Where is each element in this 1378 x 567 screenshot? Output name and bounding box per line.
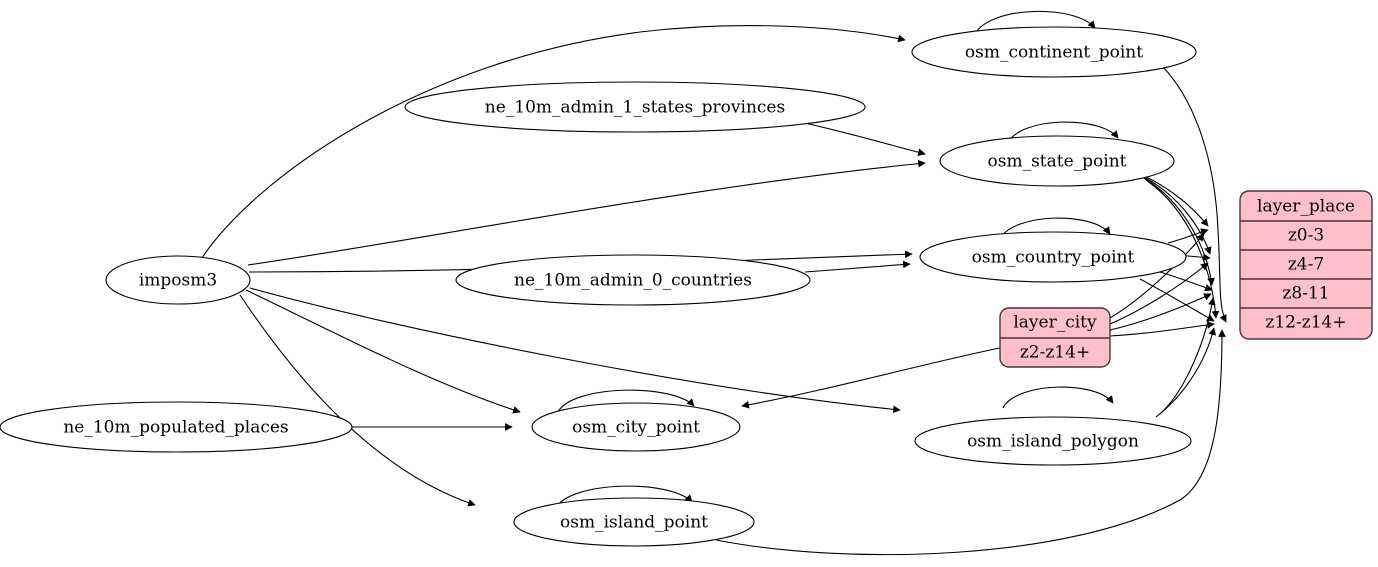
record-layer-city-title: layer_city	[1013, 313, 1097, 333]
edge-imposm3-to-osm-island-point	[239, 294, 476, 507]
edge-layer-city-to-layer-place-z0-3	[1109, 233, 1205, 319]
node-osm-state-point[interactable]: osm_state_point	[939, 135, 1175, 187]
record-layer-place-row-z4-7[interactable]: z4-7	[1288, 255, 1324, 275]
node-ne-10m-admin-1-states-provinces[interactable]: ne_10m_admin_1_states_provinces	[404, 81, 866, 133]
node-osm-island-point[interactable]: osm_island_point	[513, 497, 755, 547]
edge-osm-state-point-to-layer-place-z8-11	[1143, 177, 1215, 286]
node-ne-10m-populated-places-label: ne_10m_populated_places	[63, 418, 288, 438]
record-layer-place-row-z0-3[interactable]: z0-3	[1288, 226, 1324, 246]
node-osm-city-point[interactable]: osm_city_point	[531, 402, 741, 452]
edges-layer	[197, 10, 1227, 556]
node-osm-island-polygon[interactable]: osm_island_polygon	[914, 416, 1192, 466]
node-ne-10m-admin-1-states-provinces-label: ne_10m_admin_1_states_provinces	[485, 98, 785, 118]
edge-osm-country-point-to-layer-place-z12	[1139, 278, 1215, 322]
edge-imposm3-to-osm-state-point	[247, 159, 926, 266]
node-osm-country-point[interactable]: osm_country_point	[919, 231, 1187, 283]
edge-layer-city-to-layer-place-z12	[1109, 321, 1215, 337]
record-layer-place-row-z12-z14[interactable]: z12-z14+	[1265, 313, 1346, 333]
edge-osm-island-point-to-layer-place-z12	[715, 329, 1226, 556]
selfloop-osm-continent-point	[974, 10, 1096, 35]
edge-imposm3-to-osm-island-polygon	[249, 287, 901, 414]
edge-osm-country-point-to-layer-place-z8-11	[1159, 271, 1213, 292]
node-ne-10m-admin-0-countries[interactable]: ne_10m_admin_0_countries	[455, 254, 811, 306]
nodes-layer: imposm3 ne_10m_admin_1_states_provinces …	[0, 26, 1197, 547]
edge-osm-state-point-to-layer-place-z0-3	[1139, 173, 1209, 227]
node-osm-island-polygon-label: osm_island_polygon	[967, 432, 1139, 452]
node-ne-10m-admin-0-countries-label: ne_10m_admin_0_countries	[514, 271, 752, 291]
record-layer-place[interactable]: layer_place z0-3 z4-7 z8-11 z12-z14+	[1239, 190, 1373, 340]
node-osm-continent-point[interactable]: osm_continent_point	[911, 26, 1197, 78]
edge-osm-state-point-to-layer-place-z4-7	[1141, 175, 1212, 255]
record-layer-place-title: layer_place	[1257, 197, 1355, 217]
edge-ne-states-to-osm-state-point	[799, 121, 926, 157]
node-osm-island-point-label: osm_island_point	[560, 513, 708, 533]
node-imposm3[interactable]: imposm3	[105, 255, 251, 305]
edge-ne-countries-to-osm-country-point	[804, 260, 911, 273]
record-layer-place-row-z8-11[interactable]: z8-11	[1282, 284, 1329, 304]
node-osm-country-point-label: osm_country_point	[972, 248, 1135, 268]
selfloop-osm-country-point	[999, 217, 1111, 240]
record-layer-city[interactable]: layer_city z2-z14+	[999, 307, 1111, 368]
selfloop-osm-island-point	[555, 485, 693, 509]
edge-layer-city-to-layer-place-z4-7	[1109, 262, 1209, 325]
record-layer-city-row-z2-z14[interactable]: z2-z14+	[1020, 343, 1090, 363]
node-ne-10m-populated-places[interactable]: ne_10m_populated_places	[0, 401, 353, 453]
node-imposm3-label: imposm3	[139, 271, 217, 291]
edge-osm-continent-point-to-layer-place-z12	[1161, 65, 1227, 323]
node-osm-continent-point-label: osm_continent_point	[965, 43, 1143, 63]
node-osm-state-point-label: osm_state_point	[988, 152, 1127, 172]
edge-imposm3-to-osm-continent-point	[197, 25, 906, 265]
edge-layer-city-to-layer-place-z8-11	[1109, 293, 1212, 331]
edge-osm-country-point-to-layer-place-z0-3	[1167, 228, 1209, 244]
edge-imposm3-to-osm-city-point	[245, 289, 521, 414]
selfloop-osm-city-point	[557, 389, 695, 413]
edge-osm-island-polygon-to-layer-place-z12	[1155, 327, 1217, 418]
selfloop-osm-island-polygon	[1002, 386, 1114, 409]
node-osm-city-point-label: osm_city_point	[572, 418, 700, 438]
selfloop-osm-state-point	[1007, 121, 1119, 144]
edge-layer-city-to-osm-city-point	[741, 347, 1001, 409]
records-layer: layer_place z0-3 z4-7 z8-11 z12-z14+ lay…	[999, 190, 1373, 368]
edge-osm-island-polygon-to-layer-place-z8-11	[1159, 297, 1216, 415]
